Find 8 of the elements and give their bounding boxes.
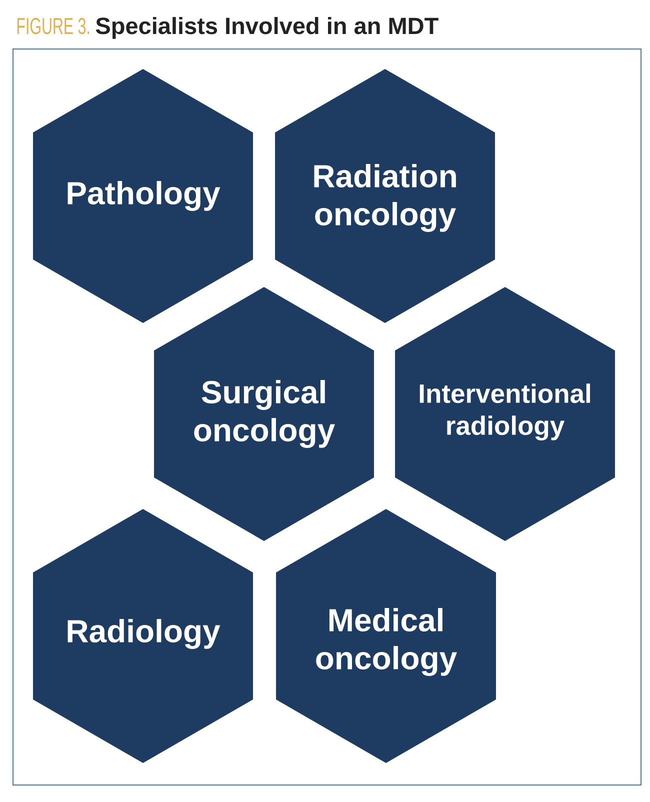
hexagon: Interventional radiology — [395, 287, 615, 541]
hexagon: Radiation oncology — [275, 69, 495, 323]
figure-title: Specialists Involved in an MDT — [96, 16, 438, 39]
figure-number: FIGURE 3. — [17, 18, 90, 34]
hexagon: Surgical oncology — [154, 287, 374, 541]
hexagon: Radiology — [33, 509, 253, 763]
hexagon: Medical oncology — [276, 509, 496, 763]
hexagon: Pathology — [33, 69, 253, 323]
